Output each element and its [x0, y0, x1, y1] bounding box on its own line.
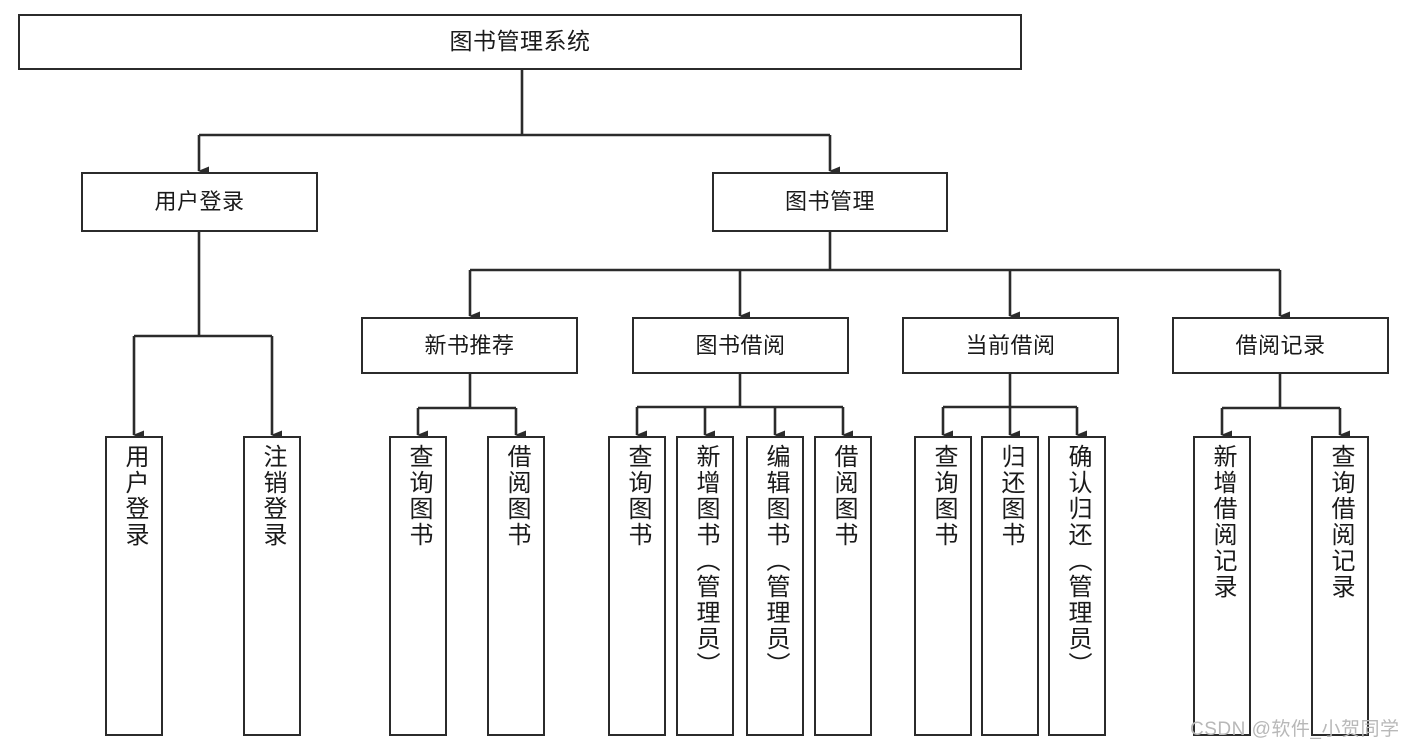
node-leaf-rec-add-record[interactable]: 新增借阅记录	[1193, 436, 1251, 736]
node-leaf-borrow-borrow-book-label: 借阅图书	[830, 444, 857, 548]
node-leaf-rec-query-record[interactable]: 查询借阅记录	[1311, 436, 1369, 736]
node-leaf-cur-query-book-label: 查询图书	[930, 444, 957, 548]
node-borrow-record-label: 借阅记录	[1235, 332, 1326, 358]
node-book-borrow[interactable]: 图书借阅	[632, 317, 849, 374]
node-new-book-rec-label: 新书推荐	[424, 332, 515, 358]
node-leaf-borrow-edit-book[interactable]: 编辑图书（管理员）	[746, 436, 804, 736]
node-leaf-rec-add-record-label: 新增借阅记录	[1209, 444, 1236, 600]
node-leaf-rec-query-book[interactable]: 查询图书	[389, 436, 447, 736]
node-current-borrow[interactable]: 当前借阅	[902, 317, 1119, 374]
node-leaf-logout-label: 注销登录	[259, 444, 286, 548]
node-current-borrow-label: 当前借阅	[965, 332, 1056, 358]
node-leaf-logout[interactable]: 注销登录	[243, 436, 301, 736]
node-leaf-borrow-add-book[interactable]: 新增图书（管理员）	[676, 436, 734, 736]
node-book-manage-label: 图书管理	[784, 189, 875, 215]
node-leaf-user-login-label: 用户登录	[121, 444, 148, 548]
node-leaf-cur-confirm-return[interactable]: 确认归还（管理员）	[1048, 436, 1106, 736]
node-leaf-rec-query-book-label: 查询图书	[405, 444, 432, 548]
node-borrow-record[interactable]: 借阅记录	[1172, 317, 1389, 374]
node-user-login-label: 用户登录	[154, 189, 245, 215]
node-leaf-borrow-edit-book-label: 编辑图书（管理员）	[762, 444, 789, 678]
node-leaf-cur-query-book[interactable]: 查询图书	[914, 436, 972, 736]
node-root[interactable]: 图书管理系统	[18, 14, 1022, 70]
node-leaf-rec-borrow-book-label: 借阅图书	[503, 444, 530, 548]
node-leaf-rec-query-record-label: 查询借阅记录	[1327, 444, 1354, 600]
node-book-manage[interactable]: 图书管理	[712, 172, 948, 232]
node-leaf-borrow-add-book-label: 新增图书（管理员）	[692, 444, 719, 678]
node-root-label: 图书管理系统	[449, 28, 591, 55]
node-leaf-user-login[interactable]: 用户登录	[105, 436, 163, 736]
node-leaf-borrow-query-book-label: 查询图书	[624, 444, 651, 548]
node-book-borrow-label: 图书借阅	[695, 332, 786, 358]
node-user-login[interactable]: 用户登录	[81, 172, 318, 232]
csdn-watermark: CSDN @软件_小贺同学	[1190, 719, 1400, 740]
node-leaf-cur-confirm-return-label: 确认归还（管理员）	[1064, 444, 1091, 678]
node-new-book-rec[interactable]: 新书推荐	[361, 317, 578, 374]
node-leaf-cur-return-book[interactable]: 归还图书	[981, 436, 1039, 736]
node-leaf-borrow-query-book[interactable]: 查询图书	[608, 436, 666, 736]
node-leaf-borrow-borrow-book[interactable]: 借阅图书	[814, 436, 872, 736]
node-leaf-cur-return-book-label: 归还图书	[997, 444, 1024, 548]
node-leaf-rec-borrow-book[interactable]: 借阅图书	[487, 436, 545, 736]
